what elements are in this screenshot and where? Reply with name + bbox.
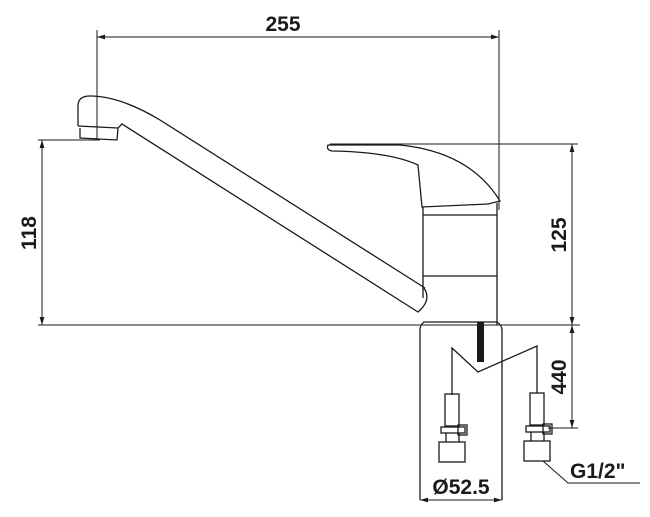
threaded-rod [477, 322, 484, 362]
dimension-spout-height: 118 [18, 139, 580, 326]
dimension-spout-reach: 255 [96, 13, 500, 210]
dimension-base-diameter: Ø52.5 [420, 476, 502, 503]
dimension-hose-length: 440 [548, 325, 578, 429]
right-hose-fitting [523, 392, 553, 462]
dim-118-label: 118 [18, 216, 41, 250]
dim-255-label: 255 [265, 13, 300, 36]
spout [77, 95, 428, 313]
dimension-total-height: 125 [330, 143, 578, 325]
mixer-body [419, 203, 503, 500]
thread-label: G1/2" [570, 460, 625, 483]
left-hose-fitting [438, 393, 468, 463]
lever-handle [326, 144, 502, 208]
dim-440-label: 440 [548, 359, 571, 394]
dim-125-label: 125 [548, 217, 571, 252]
dim-diameter-label: Ø52.5 [432, 476, 490, 499]
aerator [79, 127, 119, 141]
thread-callout: G1/2" [542, 460, 640, 484]
supply-hoses [438, 345, 553, 463]
